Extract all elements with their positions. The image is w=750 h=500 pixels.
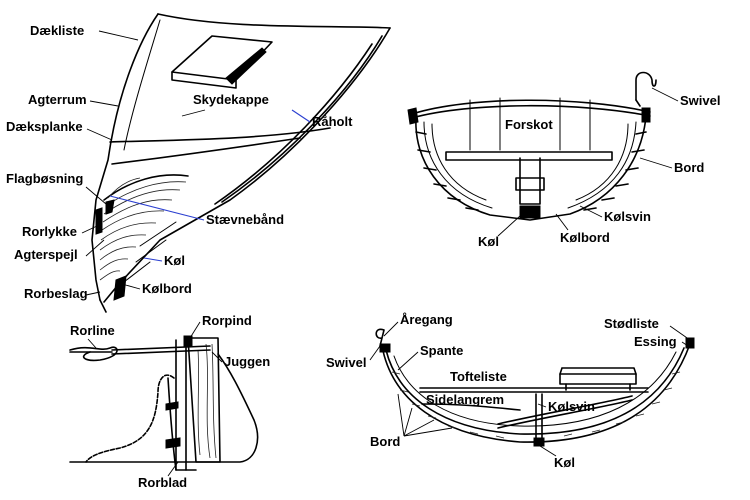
label-rorpind: Rorpind bbox=[202, 313, 252, 328]
leader-agterrum bbox=[89, 100, 119, 107]
leader-aaregang bbox=[383, 321, 399, 337]
label-rorbeslag: Rorbeslag bbox=[24, 286, 88, 301]
label-agterspejl: Agterspejl bbox=[14, 247, 78, 262]
leader-bord-midship-1 bbox=[397, 393, 405, 437]
leader-skydekappe bbox=[181, 109, 206, 117]
leader-juggen bbox=[211, 351, 223, 363]
label-koel-midship: Køl bbox=[554, 455, 575, 470]
midship-labels: Åregang Swivel Spante Stødliste Essing T… bbox=[326, 312, 691, 470]
label-swivel-forward: Swivel bbox=[680, 93, 720, 108]
label-koel-forward: Køl bbox=[478, 234, 499, 249]
rudder-labels: Rorline Rorpind Juggen Rorblad bbox=[70, 313, 270, 490]
leader-daekliste bbox=[98, 30, 139, 41]
midship-section bbox=[375, 328, 695, 447]
label-bord-midship: Bord bbox=[370, 434, 400, 449]
label-juggen: Juggen bbox=[224, 354, 270, 369]
leader-koel-forward bbox=[497, 215, 521, 237]
label-koelsvin-midship: Kølsvin bbox=[548, 399, 595, 414]
label-tofteliste: Tofteliste bbox=[450, 369, 507, 384]
leader-bord-midship-4 bbox=[403, 427, 453, 437]
label-stoedliste: Stødliste bbox=[604, 316, 659, 331]
leader-bord-midship-3 bbox=[403, 419, 435, 437]
leader-spante bbox=[397, 351, 419, 371]
leader-rorline bbox=[87, 338, 97, 349]
label-daeksplanke: Dæksplanke bbox=[6, 119, 83, 134]
leader-koelsvin-midship bbox=[537, 403, 547, 408]
forward-section bbox=[407, 71, 657, 221]
label-spante: Spante bbox=[420, 343, 463, 358]
label-rorline: Rorline bbox=[70, 323, 115, 338]
label-koel-stern: Køl bbox=[164, 253, 185, 268]
leader-rorlykke bbox=[81, 225, 98, 234]
stern-view bbox=[91, 13, 391, 313]
stern-labels: Dækliste Agterrum Dæksplanke Skydekappe … bbox=[6, 23, 353, 301]
leader-rorbeslag bbox=[85, 291, 101, 296]
label-skydekappe: Skydekappe bbox=[193, 92, 269, 107]
label-sidelangrem: Sidelangrem bbox=[426, 392, 504, 407]
leader-swivel-forward bbox=[651, 87, 679, 102]
label-aaregang: Åregang bbox=[400, 312, 453, 327]
leader-koel-stern bbox=[143, 257, 163, 262]
leader-flagboesning bbox=[85, 186, 107, 205]
label-agterrum: Agterrum bbox=[28, 92, 87, 107]
leader-essing bbox=[681, 341, 689, 347]
leader-swivel-midship bbox=[369, 345, 381, 361]
label-bord-forward: Bord bbox=[674, 160, 704, 175]
label-daekliste: Dækliste bbox=[30, 23, 84, 38]
leader-koel-midship bbox=[539, 445, 557, 457]
label-raaholt: Råholt bbox=[312, 114, 353, 129]
leader-bord-midship-2 bbox=[403, 407, 413, 437]
leader-bord-forward bbox=[639, 157, 673, 169]
leader-rorpind bbox=[189, 321, 201, 339]
label-rorlykke: Rorlykke bbox=[22, 224, 77, 239]
label-swivel-midship: Swivel bbox=[326, 355, 366, 370]
leader-koelsvin-forward bbox=[579, 205, 603, 218]
forward-labels: Forskot Swivel Bord Kølsvin Køl Kølbord bbox=[478, 87, 720, 249]
leader-raaholt bbox=[291, 109, 311, 123]
label-essing: Essing bbox=[634, 334, 677, 349]
label-koelbord-stern: Kølbord bbox=[142, 281, 192, 296]
leader-agterspejl bbox=[85, 239, 105, 257]
label-koelbord-forward: Kølbord bbox=[560, 230, 610, 245]
leader-koelbord-stern bbox=[121, 283, 141, 290]
leader-stoedliste bbox=[669, 325, 691, 341]
leader-daeksplanke bbox=[86, 128, 113, 141]
label-koelsvin-forward: Kølsvin bbox=[604, 209, 651, 224]
leader-rorblad bbox=[167, 461, 179, 477]
leader-koelbord-forward bbox=[555, 213, 569, 231]
label-forskot: Forskot bbox=[505, 117, 553, 132]
rudder-view bbox=[69, 335, 259, 471]
label-staevnebaand: Stævnebånd bbox=[206, 212, 284, 227]
label-flagboesning: Flagbøsning bbox=[6, 171, 83, 186]
label-rorblad: Rorblad bbox=[138, 475, 187, 490]
leader-staevnebaand bbox=[109, 195, 205, 221]
